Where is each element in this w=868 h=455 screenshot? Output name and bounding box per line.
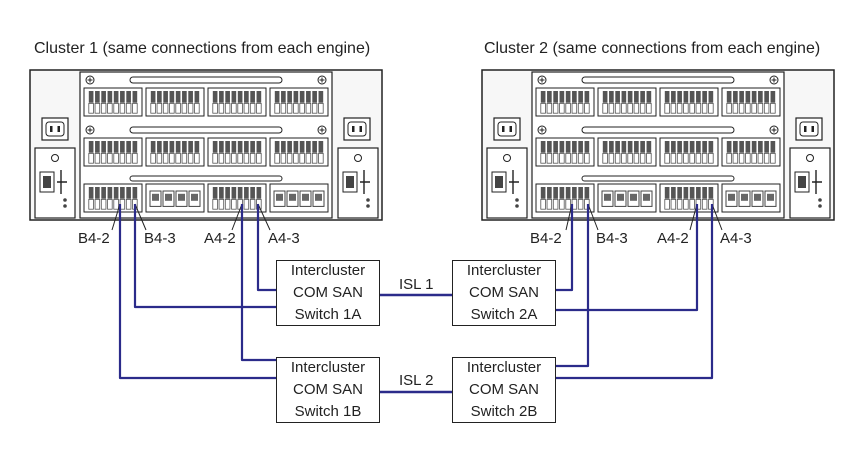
c2-port-a4-2-label: A4-2 — [657, 230, 689, 247]
cluster-2-title: Cluster 2 (same connections from each en… — [484, 40, 821, 57]
c2-b4-3-to-switch-2b-cable — [556, 204, 590, 368]
switch-1b: Intercluster COM SAN Switch 1B — [276, 357, 380, 423]
c1-psu-left — [34, 147, 76, 219]
isl-1-label: ISL 1 — [399, 276, 434, 293]
c1-port-a4-3-label: A4-3 — [268, 230, 300, 247]
c2-sfp-block-b — [597, 183, 657, 213]
switch-2a-line-2: COM SAN — [468, 284, 539, 301]
switch-2b-line-1: Intercluster — [466, 359, 542, 376]
switch-2a: Intercluster COM SAN Switch 2A — [452, 260, 556, 326]
c1-port-block-r2-1 — [83, 137, 143, 167]
c2-port-b4-2-label: B4-2 — [530, 230, 562, 247]
c1-port-block-a4 — [207, 183, 267, 213]
c2-a4-2-to-switch-2a-cable — [556, 204, 699, 312]
c1-sfp-block-a — [269, 183, 329, 213]
c1-b4-2-to-switch-1b-cable — [118, 204, 276, 380]
c1-port-block-r2-3 — [207, 137, 267, 167]
c1-power-inlet-right — [343, 117, 371, 141]
c2-a4-3-to-switch-2b-cable — [556, 204, 714, 380]
switch-2a-line-1: Intercluster — [466, 262, 542, 279]
c1-a4-3-to-switch-1a-cable — [256, 204, 276, 292]
c1-port-block-r2-2 — [145, 137, 205, 167]
cable-layer — [111, 203, 723, 394]
switch-2a-line-3: Switch 2A — [470, 306, 538, 323]
c2-port-block-r1-4 — [721, 87, 781, 117]
c1-port-block-r2-4 — [269, 137, 329, 167]
c2-psu-left — [486, 147, 528, 219]
c2-port-block-r1-1 — [535, 87, 595, 117]
c1-port-block-r1-1 — [83, 87, 143, 117]
c1-b4-3-to-switch-1a-cable — [133, 204, 276, 309]
c2-power-inlet-right — [795, 117, 823, 141]
c1-port-b4-3-label: B4-3 — [144, 230, 176, 247]
switch-2b-line-2: COM SAN — [468, 381, 539, 398]
c2-power-inlet-left — [493, 117, 521, 141]
switch-1b-line-1: Intercluster — [290, 359, 366, 376]
c1-a4-2-to-switch-1b-cable — [240, 204, 276, 362]
c1-port-b4-2-label: B4-2 — [78, 230, 110, 247]
c1-port-a4-2-label: A4-2 — [204, 230, 236, 247]
switch-1a-line-2: COM SAN — [292, 284, 363, 301]
c1-a4-3-leader — [257, 203, 271, 231]
c1-port-block-r1-3 — [207, 87, 267, 117]
c1-port-block-b4 — [83, 183, 143, 213]
c1-b4-2-leader — [111, 203, 121, 231]
c2-port-block-r1-3 — [659, 87, 719, 117]
isl-2-label: ISL 2 — [399, 372, 434, 389]
c2-b4-3-leader — [587, 203, 599, 231]
switch-1a-line-1: Intercluster — [290, 262, 366, 279]
c2-b4-2-to-switch-2a-cable — [556, 204, 574, 292]
cluster-1-chassis — [29, 69, 383, 221]
c1-power-inlet-left — [41, 117, 69, 141]
c1-b4-3-leader — [134, 203, 147, 231]
switch-2b-line-3: Switch 2B — [470, 403, 538, 420]
c2-port-block-a4 — [659, 183, 719, 213]
c1-port-block-r1-2 — [145, 87, 205, 117]
c2-a4-2-leader — [689, 203, 698, 231]
c1-psu-right — [337, 147, 379, 219]
c2-port-block-r2-3 — [659, 137, 719, 167]
c1-sfp-block-b — [145, 183, 205, 213]
c2-a4-3-leader — [711, 203, 723, 231]
cluster-1-title: Cluster 1 (same connections from each en… — [34, 40, 371, 57]
switch-1b-line-3: Switch 1B — [294, 403, 362, 420]
c2-port-a4-3-label: A4-3 — [720, 230, 752, 247]
c2-port-block-r2-4 — [721, 137, 781, 167]
c2-port-block-r2-1 — [535, 137, 595, 167]
switch-1a: Intercluster COM SAN Switch 1A — [276, 260, 380, 326]
cluster-2-chassis — [481, 69, 835, 221]
c2-sfp-block-a — [721, 183, 781, 213]
switch-1b-line-2: COM SAN — [292, 381, 363, 398]
c2-port-block-r2-2 — [597, 137, 657, 167]
switch-2b: Intercluster COM SAN Switch 2B — [452, 357, 556, 423]
c2-port-b4-3-label: B4-3 — [596, 230, 628, 247]
c2-psu-right — [789, 147, 831, 219]
c2-port-block-r1-2 — [597, 87, 657, 117]
c1-a4-2-leader — [231, 203, 243, 231]
c1-port-block-r1-4 — [269, 87, 329, 117]
switch-1a-line-3: Switch 1A — [294, 306, 362, 323]
c2-port-block-b4 — [535, 183, 595, 213]
